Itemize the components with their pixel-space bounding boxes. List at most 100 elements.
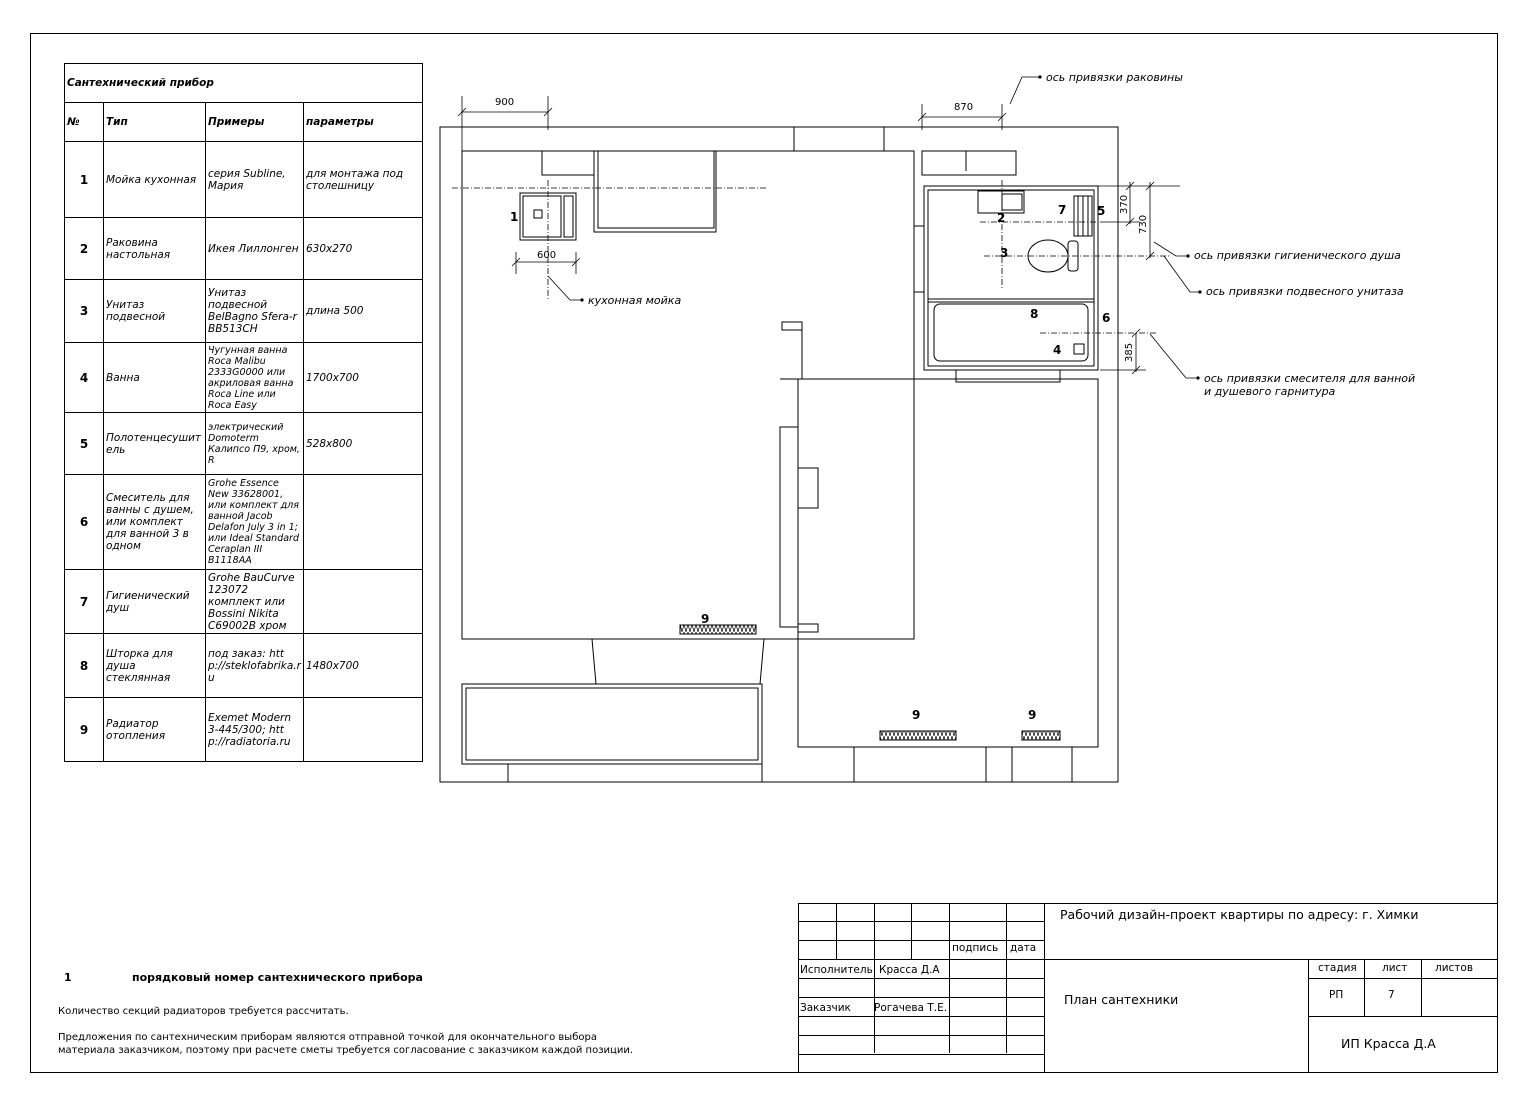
leader-dot bbox=[580, 298, 584, 302]
dim-870: 870 bbox=[954, 102, 973, 113]
grid-line bbox=[1421, 959, 1422, 1016]
executor-label: Исполнитель bbox=[800, 964, 873, 976]
bathroom-room bbox=[923, 185, 1099, 371]
window-sill bbox=[1011, 746, 1073, 783]
legend-text: порядковый номер сантехнического прибора bbox=[132, 971, 423, 984]
project-title: Рабочий дизайн-проект квартиры по адресу… bbox=[1060, 907, 1419, 922]
kitchen-sink-bowl bbox=[522, 195, 562, 238]
table-row: 7 Гигиенический душ Grohe BauCurve 12307… bbox=[64, 569, 424, 634]
fixtures bbox=[519, 190, 1095, 741]
grid-line bbox=[1308, 1016, 1498, 1017]
leader-line bbox=[547, 275, 582, 301]
row-num: 3 bbox=[64, 279, 104, 343]
stage-value: РП bbox=[1329, 989, 1344, 1001]
customer-label: Заказчик bbox=[800, 1002, 851, 1014]
label-mixer-axis-cont: и душевого гарнитура bbox=[1204, 385, 1336, 398]
fixture-number: 9 bbox=[1028, 708, 1036, 722]
dimension-tick bbox=[543, 107, 553, 117]
partition-bump bbox=[797, 623, 819, 633]
walls bbox=[439, 126, 1119, 783]
kitchen-sink-tap bbox=[533, 209, 543, 219]
grid-line bbox=[911, 903, 912, 959]
dimension-tick bbox=[1145, 181, 1155, 191]
dimension-tick bbox=[1125, 181, 1135, 191]
label-kitchen-sink: кухонная мойка bbox=[588, 294, 681, 307]
leader-dot bbox=[1196, 376, 1200, 380]
row-params bbox=[302, 474, 424, 570]
row-params: 1480х700 bbox=[302, 633, 424, 698]
grid-line bbox=[798, 940, 1044, 941]
stage-label: стадия bbox=[1318, 962, 1357, 974]
leader-line bbox=[1163, 255, 1200, 293]
dim-730: 730 bbox=[1138, 215, 1149, 234]
grid-line bbox=[798, 1016, 1044, 1017]
door-jamb bbox=[955, 369, 1061, 383]
leader-dots bbox=[580, 75, 1202, 380]
grid-line bbox=[798, 978, 1044, 979]
radiator bbox=[1021, 730, 1061, 741]
partition-bump bbox=[797, 467, 819, 509]
dimension-tick bbox=[1131, 365, 1141, 375]
dimension-tick bbox=[511, 257, 521, 267]
dimension-lines bbox=[457, 96, 1180, 375]
title-block-frame bbox=[798, 903, 1498, 1073]
note-proposal-line2: материала заказчиком, поэтому при расчет… bbox=[58, 1045, 634, 1056]
leader-line bbox=[1153, 241, 1188, 257]
leader-line bbox=[1009, 76, 1040, 105]
fixture-number: 4 bbox=[1053, 343, 1061, 357]
fixture-number: 1 bbox=[510, 210, 518, 224]
grid-line bbox=[798, 959, 1044, 960]
fixture-number: 5 bbox=[1097, 204, 1105, 218]
row-examples: серия Subline, Мария bbox=[205, 141, 304, 218]
dim-900: 900 bbox=[495, 97, 514, 108]
label-mixer-axis: ось привязки смесителя для ванной bbox=[1204, 372, 1415, 385]
grid-line bbox=[1044, 903, 1045, 1073]
dimension-tick bbox=[457, 107, 467, 117]
partition-column bbox=[779, 426, 799, 628]
balcony bbox=[461, 683, 763, 765]
row-num: 4 bbox=[64, 342, 104, 413]
bedroom-room bbox=[797, 378, 1099, 748]
dim-370: 370 bbox=[1119, 195, 1130, 214]
row-params: длина 500 bbox=[302, 279, 424, 343]
fixture-number: 9 bbox=[701, 612, 709, 626]
kitchen-room bbox=[461, 150, 915, 640]
grid-line bbox=[1044, 959, 1498, 960]
row-type: Раковина настольная bbox=[103, 217, 206, 280]
row-examples: под заказ: http://steklofabrika.ru bbox=[205, 633, 304, 698]
grid-line bbox=[836, 903, 837, 959]
washbasin-shape bbox=[977, 190, 1025, 214]
dimension-tick bbox=[1125, 217, 1135, 227]
grid-line bbox=[798, 921, 1044, 922]
row-examples: Grohe Essence New 33628001, или комплект… bbox=[205, 474, 304, 570]
window-niche bbox=[921, 150, 1017, 176]
row-num: 2 bbox=[64, 217, 104, 280]
sheet-value: 7 bbox=[1388, 989, 1395, 1001]
table-row: 2 Раковина настольная Икея Лиллонген 630… bbox=[64, 217, 424, 280]
kitchen-counter bbox=[593, 150, 717, 233]
door-jamb bbox=[913, 225, 925, 293]
grid-line bbox=[1308, 978, 1498, 979]
row-type: Гигиенический душ bbox=[103, 569, 206, 634]
signature-label: подпись bbox=[952, 942, 999, 954]
row-params bbox=[302, 569, 424, 634]
window-sill bbox=[853, 746, 987, 783]
row-examples: Exemet Modern 3-445/300; http://radiator… bbox=[205, 697, 304, 762]
date-label: дата bbox=[1010, 942, 1037, 954]
dim-600: 600 bbox=[537, 250, 556, 261]
sheet-title: План сантехники bbox=[1064, 992, 1179, 1007]
row-params: 1700х700 bbox=[302, 342, 424, 413]
row-params bbox=[302, 697, 424, 762]
kitchen-counter-inner bbox=[597, 150, 715, 229]
spec-header-row: № Тип Примеры параметры bbox=[64, 102, 424, 142]
outer-wall bbox=[439, 126, 1119, 783]
partition bbox=[781, 321, 803, 331]
window-niche bbox=[793, 126, 885, 152]
fixture-number: 9 bbox=[912, 708, 920, 722]
fixture-number: 6 bbox=[1102, 311, 1110, 325]
grid-line bbox=[798, 997, 1044, 998]
label-sink-axis: ось привязки раковины bbox=[1046, 71, 1183, 84]
leader-line bbox=[1149, 333, 1198, 379]
row-type: Полотенцесушитель bbox=[103, 412, 206, 475]
